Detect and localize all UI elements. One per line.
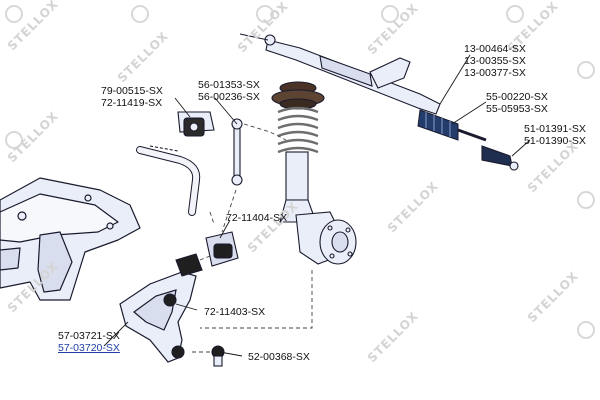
part-number-arm-rear-bushing: 72-11404-SX [226, 212, 288, 224]
subframe [0, 177, 141, 301]
part-number-rack-boot-2: 55-05953-SX [486, 103, 548, 115]
knuckle-hub [295, 211, 357, 265]
part-number-stabilizer-bushing-2: 72-11419-SX [101, 97, 163, 109]
part-number-control-arm-1: 57-03721-SX [58, 330, 120, 342]
control-arm-part [119, 271, 197, 363]
tie-rod-end-part [457, 128, 519, 171]
stabilizer-link-part [231, 118, 243, 186]
stabilizer-bar [136, 145, 201, 216]
part-number-steering-rack-3: 13-00377-SX [464, 67, 526, 79]
arm-bushing-parts [163, 231, 239, 307]
part-number-steering-rack-2: 13-00355-SX [464, 55, 526, 67]
part-number-control-arm-2[interactable]: 57-03720-SX [58, 342, 120, 354]
steering-rack-part [239, 33, 441, 115]
ball-joint-part [171, 345, 225, 367]
part-number-stabilizer-link-2: 56-00236-SX [198, 91, 260, 103]
part-number-arm-front-bushing: 72-11403-SX [204, 306, 266, 318]
part-number-tie-rod-end-2: 51-01390-SX [524, 135, 586, 147]
strut-assembly [271, 81, 325, 223]
part-number-steering-rack-1: 13-00464-SX [464, 43, 526, 55]
part-number-ball-joint: 52-00368-SX [248, 351, 310, 363]
leader-lines [103, 54, 531, 357]
rack-boot-part [417, 109, 459, 141]
part-number-stabilizer-bushing-1: 79-00515-SX [101, 85, 163, 97]
stabilizer-bushing-part [177, 111, 215, 137]
assembly-lines [192, 123, 313, 353]
watermark-logos [5, 5, 595, 339]
part-number-stabilizer-link-1: 56-01353-SX [198, 79, 260, 91]
part-number-rack-boot-1: 55-00220-SX [486, 91, 548, 103]
part-number-tie-rod-end-1: 51-01391-SX [524, 123, 586, 135]
